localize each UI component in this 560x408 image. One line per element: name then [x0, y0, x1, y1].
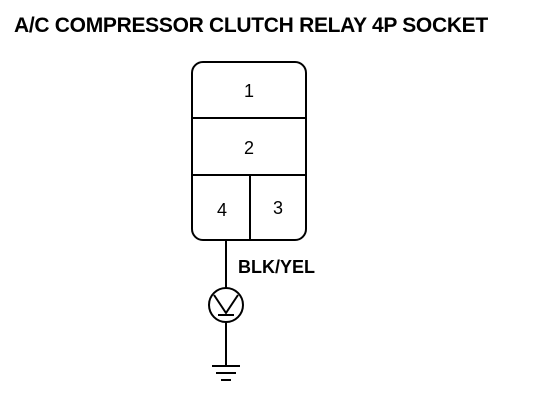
diagram-title: A/C COMPRESSOR CLUTCH RELAY 4P SOCKET — [14, 14, 488, 37]
terminal-1-label: 1 — [244, 81, 254, 101]
terminal-3-label: 3 — [273, 198, 283, 218]
voltmeter-icon — [208, 287, 244, 323]
terminal-4-label: 4 — [217, 200, 227, 220]
wire-color-label: BLK/YEL — [238, 257, 315, 277]
ground-icon — [212, 365, 240, 381]
relay-socket — [191, 61, 307, 241]
terminal-2-label: 2 — [244, 138, 254, 158]
